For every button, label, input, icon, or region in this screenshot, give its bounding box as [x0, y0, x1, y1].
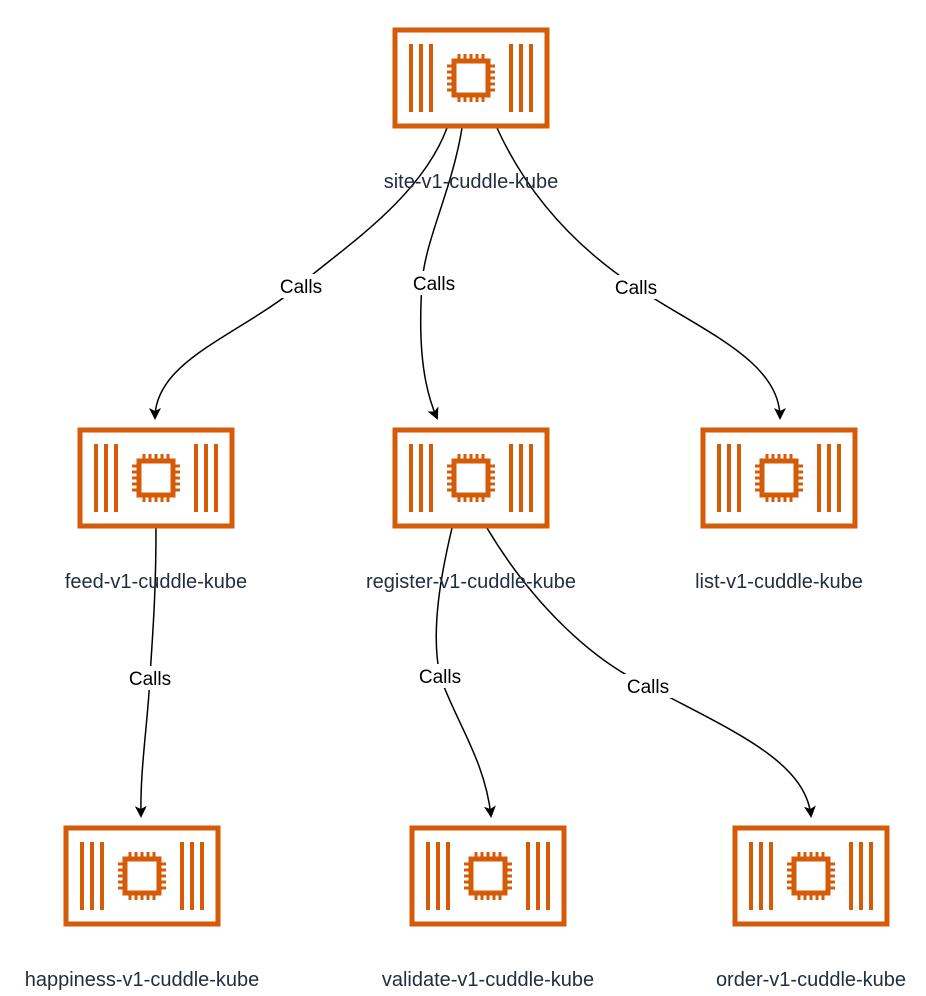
node-label: order-v1-cuddle-kube: [716, 969, 906, 991]
edge-label: Calls: [419, 667, 461, 688]
node-list[interactable]: list-v1-cuddle-kube: [695, 427, 863, 593]
edge-site-to-list: Calls: [496, 127, 786, 420]
node-label: feed-v1-cuddle-kube: [65, 571, 247, 593]
edge-label-background: [273, 274, 329, 298]
edge-label: Calls: [129, 669, 171, 690]
edge-register-to-order: Calls: [486, 527, 816, 818]
ec2-instance-icon[interactable]: [392, 27, 550, 129]
node-feed[interactable]: feed-v1-cuddle-kube: [65, 427, 247, 593]
edge-label-background: [608, 275, 664, 299]
node-happiness[interactable]: happiness-v1-cuddle-kube: [25, 825, 260, 991]
edge-label-background: [122, 666, 178, 690]
edge-label: Calls: [280, 277, 322, 298]
node-validate[interactable]: validate-v1-cuddle-kube: [382, 825, 594, 991]
node-label: list-v1-cuddle-kube: [695, 571, 863, 593]
edge-site-to-feed: Calls: [149, 127, 448, 420]
edge-register-to-validate: Calls: [412, 527, 496, 818]
ec2-instance-icon[interactable]: [409, 825, 567, 927]
node-site[interactable]: site-v1-cuddle-kube: [384, 27, 559, 193]
edge-label: Calls: [627, 677, 669, 698]
edge-label-background: [412, 664, 468, 688]
edge-site-to-register: Calls: [406, 127, 463, 420]
node-order[interactable]: order-v1-cuddle-kube: [716, 825, 906, 991]
node-label: validate-v1-cuddle-kube: [382, 969, 594, 991]
node-label: site-v1-cuddle-kube: [384, 171, 559, 193]
ec2-instance-icon[interactable]: [700, 427, 858, 529]
ec2-instance-icon[interactable]: [732, 825, 890, 927]
ec2-instance-icon[interactable]: [63, 825, 221, 927]
node-label: happiness-v1-cuddle-kube: [25, 969, 260, 991]
edge-label-background: [406, 271, 462, 295]
edge-label-background: [620, 674, 676, 698]
node-register[interactable]: register-v1-cuddle-kube: [366, 427, 576, 593]
edge-label: Calls: [413, 274, 455, 295]
edge-feed-to-happiness: Calls: [122, 527, 178, 818]
ec2-instance-icon[interactable]: [392, 427, 550, 529]
edge-label: Calls: [615, 278, 657, 299]
ec2-instance-icon[interactable]: [77, 427, 235, 529]
node-label: register-v1-cuddle-kube: [366, 571, 576, 593]
